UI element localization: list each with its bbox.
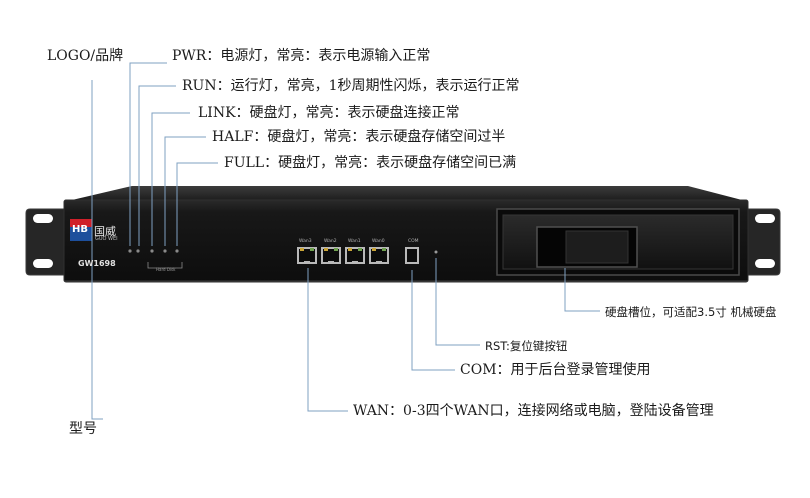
com-label: COM [408,239,419,244]
leader-bay [564,268,600,312]
hdd-led-label: Hard Disk [156,267,176,272]
leader-half [164,136,206,246]
callout-full: FULL：硬盘灯，常亮：表示硬盘存储空间已满 [224,155,517,171]
brand-logo-text: HB [72,224,88,235]
leader-wan [307,268,348,412]
brand-name: 国威 [94,225,116,238]
link-led [150,249,154,253]
run-led [136,249,140,253]
callout-hdd-bay: 硬盘槽位，可适配3.5寸 机械硬盘 [605,305,777,319]
wan3-label: Wan3 [299,239,312,244]
leader-com [411,270,455,371]
callout-half: HALF：硬盘灯，常亮：表示硬盘存储空间过半 [212,129,506,145]
left-ear-slot-top [33,214,53,223]
leader-run [138,85,176,246]
rst-pinhole [434,250,438,254]
leader-lines [91,62,600,420]
model-label: GW1698 [78,259,116,268]
callout-pwr: PWR：电源灯，常亮：表示电源输入正常 [172,48,431,64]
brand-subtitle: GUO WEI [95,236,118,242]
leader-link [151,112,190,246]
pwr-led [128,249,132,253]
left-ear-slot-bottom [33,259,53,268]
right-rack-ear [747,208,781,276]
callout-run: RUN：运行灯，常亮，1秒周期性闪烁，表示运行正常 [182,78,520,94]
wan0-label: Wan0 [372,239,385,244]
wan1-port[interactable] [345,247,365,264]
callout-rst: RST:复位键按钮 [485,339,568,353]
wan2-port[interactable] [321,247,341,264]
wan0-port[interactable] [369,247,389,264]
right-ear-slot-bottom [755,259,775,268]
callout-logo: LOGO/品牌 [47,48,124,64]
left-rack-ear [25,208,65,276]
callout-link: LINK：硬盘灯，常亮：表示硬盘连接正常 [198,105,460,121]
leader-logo [91,80,103,420]
leader-full [176,162,218,246]
leader-pwr [129,62,167,246]
chassis-top [72,186,742,200]
right-ear-slot-top [755,214,775,223]
full-led [175,249,179,253]
hdd-led-bracket [147,262,183,269]
callout-model: 型号 [69,421,97,437]
wan1-label: Wan1 [348,239,361,244]
wan3-port[interactable] [297,247,317,264]
com-port[interactable] [405,247,419,264]
half-led [163,249,167,253]
callout-com: COM：用于后台登录管理使用 [460,362,651,378]
callout-wan: WAN：0-3四个WAN口，连接网络或电脑，登陆设备管理 [353,403,714,419]
leader-rst [435,258,480,346]
wan2-label: Wan2 [324,239,337,244]
